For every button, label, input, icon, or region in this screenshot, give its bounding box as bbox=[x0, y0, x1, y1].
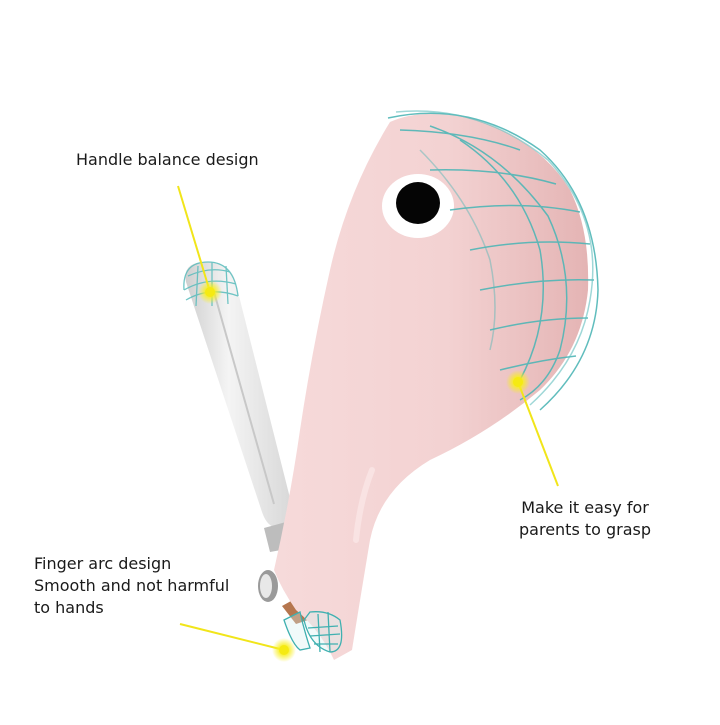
annotation-line: Make it easy for bbox=[521, 498, 649, 517]
annotation-line: Finger arc design bbox=[34, 554, 172, 573]
head-mesh bbox=[387, 110, 599, 411]
whale-body bbox=[274, 113, 589, 661]
annotation-easy-grasp: Make it easy for parents to grasp bbox=[519, 497, 651, 541]
annotation-line: Smooth and not harmful bbox=[34, 576, 230, 595]
callout-lines bbox=[177, 185, 559, 651]
lever-handle bbox=[183, 261, 293, 529]
yellow-dot-icon bbox=[198, 280, 530, 662]
annotation-line: to hands bbox=[34, 598, 104, 617]
annotation-finger-arc: Finger arc design Smooth and not harmful… bbox=[34, 553, 229, 619]
finger-arc-mesh bbox=[283, 611, 343, 653]
annotation-line: parents to grasp bbox=[519, 520, 652, 539]
annotation-handle-balance: Handle balance design bbox=[76, 150, 259, 169]
eye-icon bbox=[382, 174, 454, 238]
